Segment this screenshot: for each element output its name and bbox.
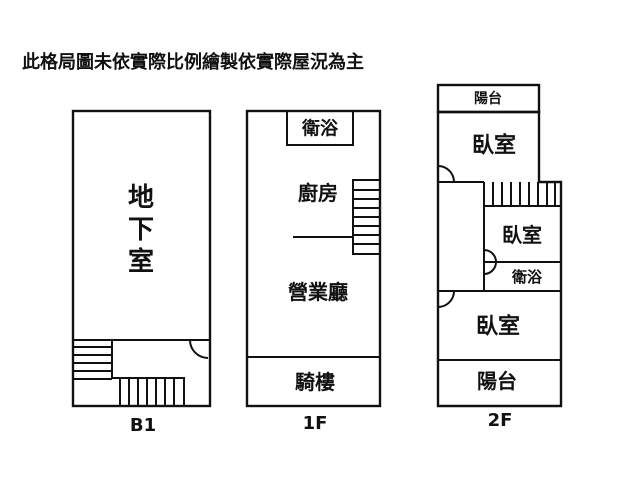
b1-basement-label-1: 地 — [128, 183, 154, 213]
b1-door-swing — [189, 339, 209, 359]
2f-stair — [483, 182, 561, 207]
2f-bedroom-bottom: 臥室 — [437, 290, 520, 340]
floor-label-2f: 2F — [487, 410, 513, 431]
floor-2f: 陽台 臥室 — [436, 83, 563, 408]
b1-basement-label-3: 室 — [128, 246, 154, 277]
2f-balcony-top-label: 陽台 — [474, 90, 502, 107]
2f-balcony-bottom-label: 陽台 — [477, 369, 517, 393]
2f-outline — [436, 110, 563, 408]
2f-balcony-top: 陽台 — [436, 83, 541, 114]
floor-b1: 地 下 室 — [71, 109, 212, 408]
2f-bedroom-top-label: 臥室 — [472, 133, 516, 159]
1f-stair — [352, 179, 380, 255]
2f-door-swing-top — [437, 165, 455, 183]
1f-arcade-label: 騎樓 — [295, 370, 335, 394]
floor-label-b1: B1 — [129, 415, 157, 436]
2f-balcony-bottom: 陽台 — [438, 359, 561, 393]
2f-bathroom-label: 衛浴 — [511, 268, 543, 286]
2f-door-swing-bottom — [437, 290, 455, 308]
floor-1f: 衛浴 廚房 營業廳 騎樓 — [245, 109, 382, 408]
2f-door-swing-middle — [483, 249, 497, 275]
1f-bathroom: 衛浴 — [286, 111, 354, 146]
1f-outline — [245, 109, 382, 408]
2f-bedroom-middle-label: 臥室 — [502, 223, 542, 247]
b1-outline — [71, 109, 212, 408]
b1-basement-label-2: 下 — [128, 215, 154, 245]
1f-kitchen-label: 廚房 — [298, 181, 338, 205]
b1-basement-room: 地 下 室 — [128, 183, 154, 277]
1f-bathroom-label: 衛浴 — [301, 118, 339, 140]
2f-bedroom-top: 臥室 — [437, 133, 516, 183]
b1-stair-left — [73, 346, 112, 380]
1f-business-hall-label: 營業廳 — [288, 280, 348, 304]
disclaimer-note: 此格局圖未依實際比例繪製依實際屋況為主 — [22, 52, 364, 73]
b1-stair-bottom — [112, 377, 185, 406]
floor-label-1f: 1F — [302, 413, 328, 434]
2f-bathroom: 衛浴 — [511, 268, 543, 286]
2f-bedroom-bottom-label: 臥室 — [476, 314, 520, 340]
